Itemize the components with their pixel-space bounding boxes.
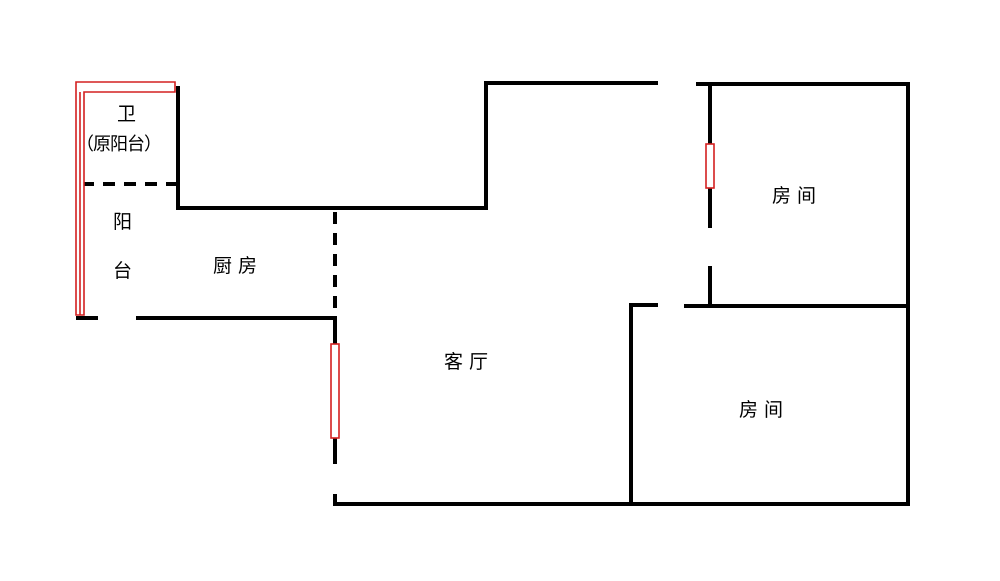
- balcony-label-top: 阳: [113, 211, 133, 233]
- living-room-window: [330, 343, 340, 439]
- walls: [76, 81, 910, 506]
- balcony-window: [75, 81, 176, 316]
- bedroom-window: [705, 143, 715, 189]
- bathroom-label: 卫: [117, 103, 137, 125]
- windows: [75, 81, 715, 439]
- balcony-label-bottom: 台: [113, 260, 133, 282]
- bathroom-note-label: （原阳台）: [76, 134, 162, 155]
- bedroom-2-label: 房 间: [739, 399, 784, 421]
- removed-walls: [82, 182, 337, 318]
- living-room-label: 客 厅: [444, 351, 489, 373]
- kitchen-label: 厨 房: [213, 255, 258, 277]
- bedroom-1-label: 房 间: [772, 185, 817, 207]
